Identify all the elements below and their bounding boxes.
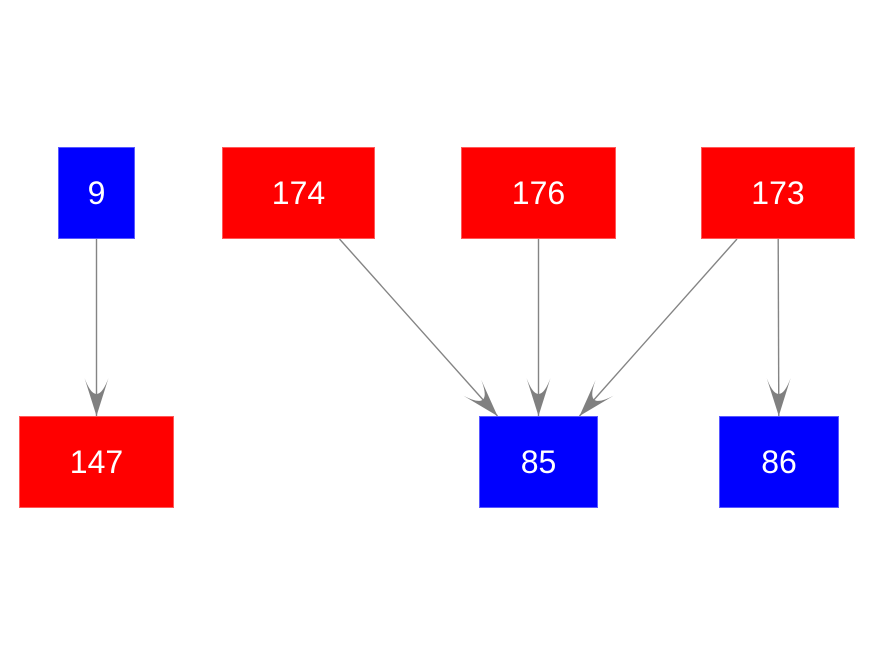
edge-174-to-85 [338, 238, 499, 417]
edge-173-to-85 [578, 238, 738, 417]
node-label: 85 [520, 444, 557, 480]
node-174[interactable]: 174 [222, 147, 375, 239]
edge-173-to-86 [766, 238, 791, 417]
node-label: 147 [69, 444, 124, 480]
node-label: 86 [761, 444, 797, 480]
node-86[interactable]: 86 [719, 416, 839, 508]
node-176[interactable]: 176 [461, 147, 616, 239]
node-85[interactable]: 85 [479, 416, 598, 508]
node-label: 176 [511, 175, 566, 211]
node-label: 174 [271, 175, 326, 211]
node-label: 173 [751, 175, 805, 211]
node-9[interactable]: 9 [58, 147, 135, 239]
node-label: 9 [87, 175, 106, 211]
edges-group [84, 238, 791, 417]
node-147[interactable]: 147 [19, 416, 174, 508]
node-173[interactable]: 173 [701, 147, 855, 239]
